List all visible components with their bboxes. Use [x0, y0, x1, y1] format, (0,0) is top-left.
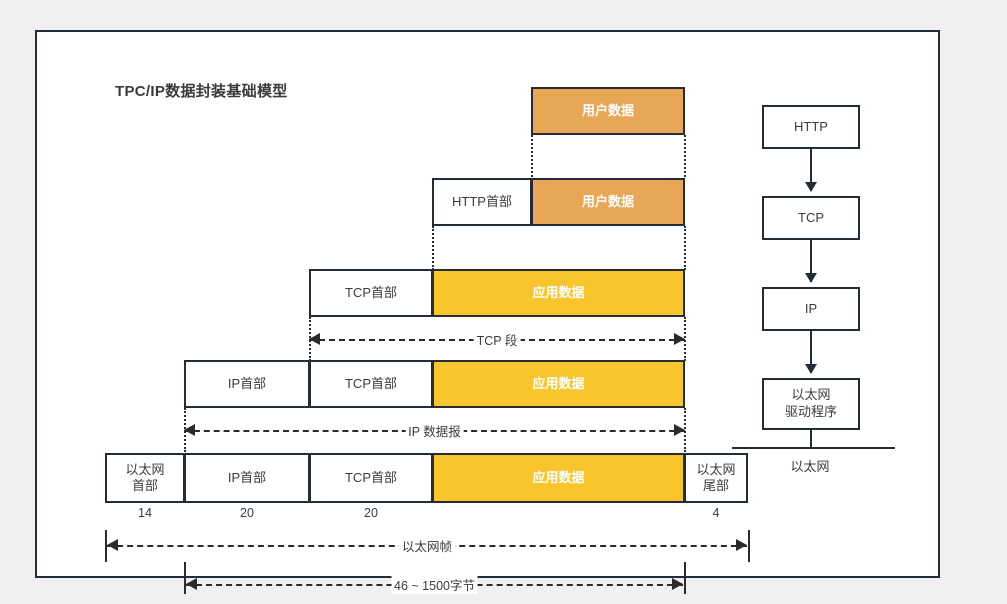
- arrow-right-icon: [736, 539, 747, 551]
- arrow-right-icon: [672, 578, 683, 590]
- pdu-tcp-header-l3: TCP首部: [309, 269, 433, 317]
- byte-count-ethernet-header: 14: [138, 506, 152, 520]
- arrow-right-icon: [674, 333, 685, 345]
- ethernet-bus-label: 以太网: [790, 459, 830, 474]
- pdu-label-line1: 以太网: [696, 461, 736, 477]
- dimension-label: TCP 段: [473, 330, 521, 349]
- pdu-http-header: HTTP首部: [432, 178, 532, 226]
- guide-line-right-ip: [684, 408, 686, 452]
- arrow-left-icon: [186, 578, 197, 590]
- stack-box-tcp: TCP: [762, 196, 860, 240]
- pdu-ip-header-l4: IP首部: [184, 360, 310, 408]
- connector-http-to-tcp: [805, 149, 817, 192]
- arrow-left-icon: [309, 333, 320, 345]
- pdu-ethernet-header: 以太网 首部: [105, 453, 185, 503]
- stack-box-http: HTTP: [762, 105, 860, 149]
- payload-endtick-left: [184, 562, 186, 594]
- pdu-tcp-header-l5: TCP首部: [309, 453, 433, 503]
- guide-line-left-http: [432, 226, 434, 270]
- dimension-endtick-left: [105, 530, 107, 562]
- payload-endtick-right: [684, 562, 686, 594]
- dimension-ethernet-frame: 以太网帧: [107, 536, 747, 555]
- dimension-label: IP 数据报: [405, 421, 464, 440]
- pdu-app-data-l5: 应用数据: [432, 453, 685, 503]
- arrow-left-icon: [184, 424, 195, 436]
- stack-box-label-line1: 以太网: [791, 387, 831, 403]
- page-title: TPC/IP数据封装基础模型: [115, 83, 288, 100]
- pdu-label-line2: 尾部: [702, 478, 729, 493]
- arrow-right-icon: [674, 424, 685, 436]
- arrow-down-icon: [805, 364, 817, 374]
- dimension-label: 46 ~ 1500字节: [391, 575, 478, 594]
- pdu-ip-header-l5: IP首部: [184, 453, 310, 503]
- stack-box-ip: IP: [762, 287, 860, 331]
- pdu-tcp-header-l4: TCP首部: [309, 360, 433, 408]
- dimension-ip-datagram: IP 数据报: [184, 421, 685, 440]
- arrow-down-icon: [805, 273, 817, 283]
- dimension-endtick-right: [748, 530, 750, 562]
- stack-box-label-line2: 驱动程序: [784, 404, 837, 419]
- pdu-app-data-l4: 应用数据: [432, 360, 685, 408]
- dimension-label: 以太网帧: [398, 536, 456, 555]
- byte-count-ip-header: 20: [240, 506, 254, 520]
- guide-line-left-payload: [531, 135, 533, 177]
- guide-line-right-http: [684, 226, 686, 270]
- byte-count-ethernet-trailer: 4: [712, 506, 720, 520]
- dimension-tcp-segment: TCP 段: [309, 330, 685, 349]
- pdu-user-data-l1: 用户数据: [531, 87, 685, 135]
- arrow-left-icon: [107, 539, 118, 551]
- connector-tcp-to-ip: [805, 240, 817, 283]
- pdu-label-line2: 首部: [131, 478, 158, 493]
- pdu-ethernet-trailer: 以太网 尾部: [684, 453, 748, 503]
- pdu-label-line1: 以太网: [125, 461, 165, 477]
- pdu-app-data-l3: 应用数据: [432, 269, 685, 317]
- ethernet-bus-line: [732, 447, 895, 449]
- dimension-payload-range: 46 ~ 1500字节: [186, 575, 683, 594]
- connector-driver-to-network: [810, 430, 812, 448]
- stack-box-ethernet-driver: 以太网 驱动程序: [762, 378, 860, 430]
- connector-ip-to-driver: [805, 331, 817, 374]
- byte-count-tcp-header: 20: [364, 506, 378, 520]
- diagram-card: TPC/IP数据封装基础模型 用户数据 HTTP首部 用户数据 TCP首部 应用…: [35, 30, 940, 594]
- arrow-down-icon: [805, 182, 817, 192]
- guide-line-right-tcp: [684, 317, 686, 361]
- pdu-user-data-l2: 用户数据: [531, 178, 685, 226]
- guide-line-right-payload: [684, 135, 686, 177]
